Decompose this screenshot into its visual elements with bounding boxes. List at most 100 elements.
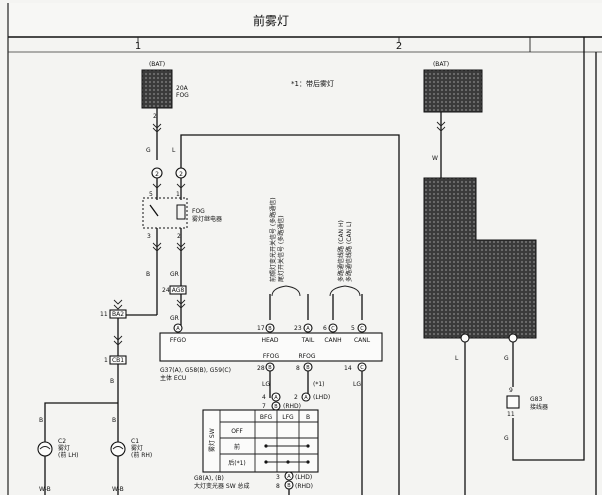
wire-code-gr: GR xyxy=(170,271,179,278)
wire-code-b2: B xyxy=(110,378,114,385)
switch-pin-b-conn: B xyxy=(274,404,278,410)
switch-pin-a3-circle xyxy=(284,471,294,481)
ecu-pin-head-circle xyxy=(265,323,275,333)
switch-pin-7: 7 xyxy=(262,403,266,410)
ecu-pin-rfog-label: RFOG xyxy=(299,353,316,360)
ecu-pin-ffog-conn: B xyxy=(268,365,272,371)
ecu-pin-ffgo-circle xyxy=(173,323,183,333)
relay-pin-1: 2 xyxy=(155,171,159,178)
ecu-desc: 主体 ECU xyxy=(160,374,186,382)
wire-b-lamps xyxy=(117,314,157,495)
right-pin-circle xyxy=(460,333,470,343)
switch-col-bfg: BFG xyxy=(260,414,273,421)
junction-pin-9: 9 xyxy=(509,387,513,394)
relay-pin-1b: 1 xyxy=(176,191,180,198)
wire-code-g3: G xyxy=(504,435,509,442)
wire-code-b: B xyxy=(146,271,150,278)
switch-pin-rhd-tag2: (RHD) xyxy=(295,483,313,490)
ag8-pin: 24 xyxy=(162,287,170,294)
connector-arrow xyxy=(113,335,123,346)
wire-code-gr2: GR xyxy=(170,315,179,322)
switch-pin-rhd-tag: (RHD) xyxy=(283,403,301,410)
ecu-pin-tail-num: 23 xyxy=(294,325,302,332)
junction-pin-11: 11 xyxy=(507,411,515,418)
ecu-pin-canl-label: CANL xyxy=(354,337,371,344)
ecu-connector-names: G37(A), G58(B), G59(C) xyxy=(160,367,231,374)
ba2-pin: 11 xyxy=(100,311,108,318)
right-fuse-block xyxy=(423,69,483,113)
lamp-rh-name: 雾灯 xyxy=(131,444,143,452)
wire-code-b4: B xyxy=(112,417,116,424)
ecu-pin-tail-label: TAIL xyxy=(301,337,315,344)
header-band xyxy=(8,3,602,37)
fog-lamp-lh-icon xyxy=(37,441,53,457)
fuse-name: FOG xyxy=(176,92,189,99)
switch-pin-2: 2 xyxy=(294,394,298,401)
bracket-head-tail xyxy=(271,285,301,297)
ecu-pin-canl-circle xyxy=(357,323,367,333)
lamp-lh-side: (前 LH) xyxy=(58,451,78,459)
fuse-bat-label: (BAT) xyxy=(149,61,165,68)
switch-pin-3: 3 xyxy=(276,474,280,481)
ecu-pin-ffog-num: 28 xyxy=(257,365,265,372)
lamp-filament xyxy=(39,446,51,450)
lamp-rh-side: (前 RH) xyxy=(131,451,152,459)
junction-connector xyxy=(506,395,520,409)
switch-contact-dot xyxy=(264,460,268,464)
switch-col-b: B xyxy=(306,414,310,421)
wire-code-wb: W-B xyxy=(39,486,51,493)
ecu-pin-canh-conn: C xyxy=(331,326,335,332)
wire-code-wb2: W-B xyxy=(112,486,124,493)
wire-code-lg: LG xyxy=(262,381,270,388)
fuse-block xyxy=(141,69,173,109)
ecu-pin-rfog-conn: B xyxy=(306,365,310,371)
cb1-pin: 1 xyxy=(104,357,108,364)
switch-col-lfg: LFG xyxy=(282,414,294,421)
ag8-label: AG8 xyxy=(172,287,185,294)
ecu-pin-ffog-label: FFOG xyxy=(263,353,280,360)
main-body-ecu xyxy=(159,332,383,362)
relay-pin-3: 3 xyxy=(147,233,151,240)
right-pin-circle xyxy=(508,333,518,343)
ecu-pin-tail-circle xyxy=(303,323,313,333)
switch-pin-a-circle xyxy=(271,392,281,402)
cb1-connector xyxy=(109,355,127,365)
relay-pin-5: 5 xyxy=(149,191,153,198)
bat2-label: (BAT) xyxy=(433,61,449,68)
relay-name: FOG xyxy=(192,208,205,215)
lamp-lh-name: 雾灯 xyxy=(58,444,70,452)
ecu-pin-tail-conn: A xyxy=(306,326,310,332)
right-relay-block xyxy=(423,177,537,339)
ba2-label: BA2 xyxy=(112,311,124,318)
ecu-pin-canh-circle xyxy=(328,323,338,333)
junction-name: 接线器 xyxy=(530,403,548,411)
switch-row-rear: 后(*1) xyxy=(228,459,246,467)
ecu-pin-14-num: 14 xyxy=(344,365,352,372)
switch-pin-a3-conn: A xyxy=(287,474,291,480)
wire-code-l2: L xyxy=(455,355,459,362)
wire-code-g2: G xyxy=(504,355,509,362)
ag8-connector xyxy=(169,285,187,295)
ecu-pin-rfog-num: 8 xyxy=(296,365,300,372)
switch-pin-4: 4 xyxy=(262,394,266,401)
relay-contact xyxy=(149,204,159,217)
junction-id: G83 xyxy=(530,396,542,403)
wire-code-star: (*1) xyxy=(313,381,325,388)
lamp-filament xyxy=(112,446,124,450)
wire-b-lh xyxy=(44,402,118,495)
connector-arrow xyxy=(113,299,123,310)
switch-connector-names: G8(A), (B) xyxy=(194,475,224,482)
switch-row-off: OFF xyxy=(231,428,243,435)
ecu-pin-canl-conn: C xyxy=(360,326,364,332)
switch-pin-8: 8 xyxy=(276,483,280,490)
ecu-pin-canh-num: 6 xyxy=(323,325,327,332)
comm-label-tail: 尾灯开关信号 (多路通信) xyxy=(277,215,285,282)
comm-label-head: 前照灯变光开关信号 (多路通信) xyxy=(269,197,277,282)
ba2-connector xyxy=(109,309,127,319)
relay-pin-2: 2 xyxy=(179,171,183,178)
section-1-label: 1 xyxy=(135,41,141,52)
relay-desc: 雾灯继电器 xyxy=(192,215,222,223)
ecu-pin-ffgo-conn: A xyxy=(176,326,180,332)
fuse-amp: 20A xyxy=(176,85,189,92)
